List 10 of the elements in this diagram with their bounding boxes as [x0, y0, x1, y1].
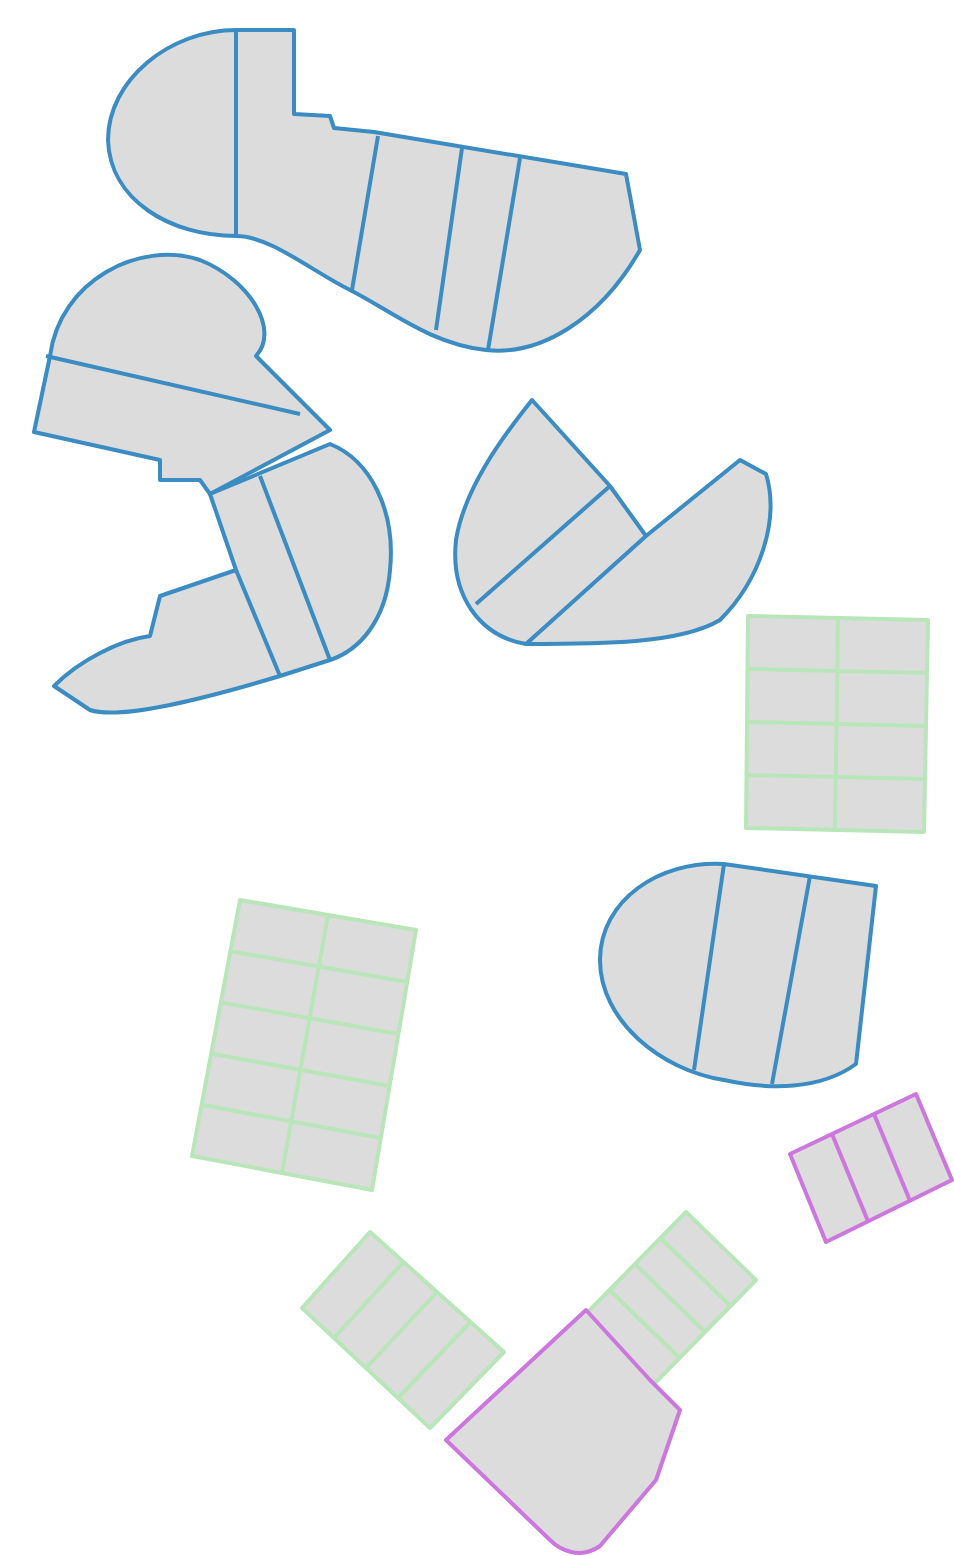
- grid-block: [300, 1230, 506, 1430]
- segmented-shape: [598, 861, 878, 1089]
- segmented-shape: [32, 252, 332, 496]
- grid-block: [190, 898, 418, 1192]
- segmented-block: [444, 1308, 682, 1555]
- segmented-block: [788, 1092, 954, 1244]
- segmented-shape: [106, 28, 642, 353]
- grid-block: [744, 614, 930, 834]
- segmented-shape: [453, 398, 773, 646]
- segmented-shape: [52, 442, 393, 715]
